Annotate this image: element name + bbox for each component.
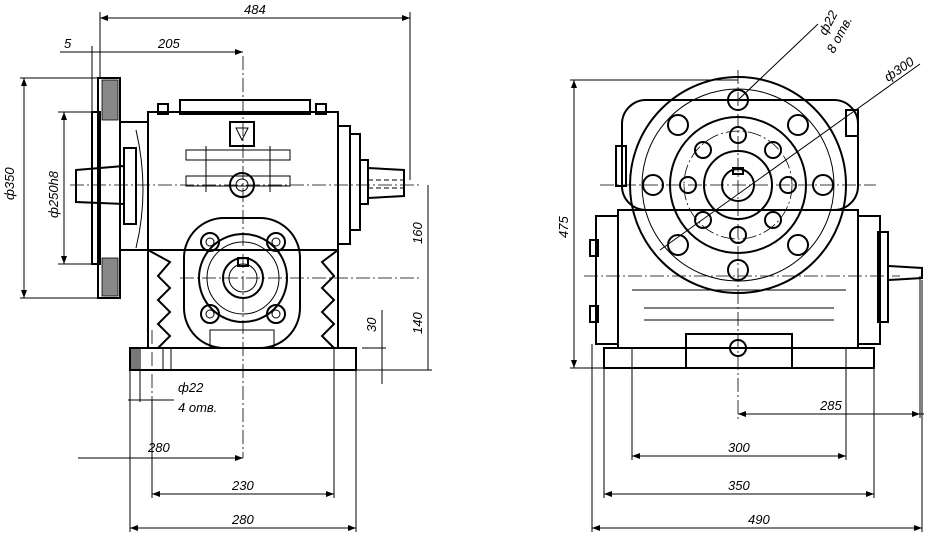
rv-dim-350: 350 [728, 478, 750, 493]
rv-dim-475: 475 [556, 216, 571, 238]
rv-shaft [887, 265, 923, 281]
dim-160: 160 [410, 222, 425, 244]
dim-30: 30 [364, 317, 379, 332]
dim-280-bottom: 280 [231, 512, 254, 527]
rv-dim-300: 300 [728, 440, 750, 455]
output-shaft [367, 167, 405, 199]
housing-top [179, 99, 311, 115]
dim-hole-dia: ф22 [178, 380, 204, 395]
rv-dim-490: 490 [748, 512, 770, 527]
dim-280-top: 280 [147, 440, 170, 455]
ribs-left [147, 249, 172, 349]
dim-230: 230 [231, 478, 254, 493]
dim-140: 140 [410, 312, 425, 334]
dim-hole-count: 4 отв. [178, 400, 217, 415]
ribs-right [320, 249, 339, 349]
dim-flange-dia: ф350 [2, 167, 17, 200]
rv-outer-bolts [642, 89, 834, 281]
dim-484: 484 [244, 2, 266, 17]
right-dim-labels: ф22 8 отв. ф300 475 285 300 350 490 [556, 7, 917, 527]
dim-5: 5 [64, 36, 72, 51]
right-view [570, 23, 924, 532]
dim-205: 205 [157, 36, 180, 51]
base-hatch [131, 349, 141, 369]
dim-spigot-dia: ф250h8 [46, 170, 61, 218]
left-dim-labels: 484 5 205 ф350 ф250h8 160 140 30 ф22 4 о… [2, 2, 425, 527]
left-view [20, 12, 432, 532]
input-shaft [75, 164, 125, 206]
rv-dim-300-dia: ф300 [881, 53, 917, 84]
arrowheads [21, 15, 922, 531]
rv-dim-285: 285 [819, 398, 842, 413]
rv-base [603, 347, 875, 369]
